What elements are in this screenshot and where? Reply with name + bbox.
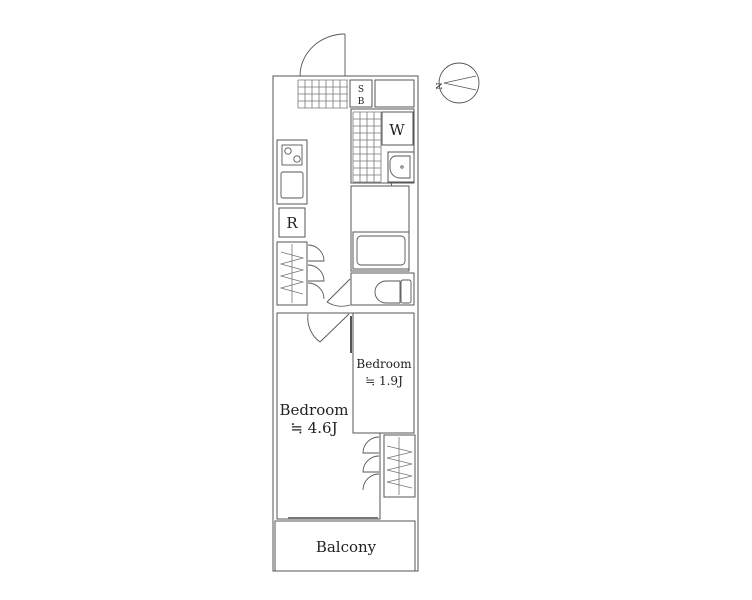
hall-closet [276, 241, 325, 306]
bedroom-large-size: ≒ 4.6J [290, 419, 337, 437]
stove-burner-icon [284, 147, 292, 155]
kitchen-counter [276, 139, 308, 205]
fridge-label: R [286, 214, 298, 232]
balcony [274, 520, 416, 572]
storage-label-b: B [358, 97, 365, 107]
storage-label-s: S [358, 85, 364, 95]
stove-burner-icon [293, 155, 301, 163]
bedroom-large-label: Bedroom [280, 401, 349, 419]
washer-space [381, 111, 414, 146]
bedroom-small [352, 312, 415, 434]
balcony-label: Balcony [316, 538, 377, 556]
bedroom-small-size: ≒ 1.9J [365, 374, 403, 388]
kitchen-sink [280, 171, 304, 199]
entrance-tiles [297, 79, 348, 109]
bedroom-door [307, 313, 350, 343]
compass-north-label: N [435, 83, 444, 90]
washbasin [387, 151, 415, 183]
bathtub [352, 231, 410, 270]
entry-door [299, 33, 346, 77]
toilet-room [350, 272, 415, 306]
bedroom-small-label: Bedroom [356, 357, 412, 371]
washer-label: W [389, 121, 405, 139]
closet-top-right [374, 79, 415, 108]
washroom-tiles [352, 111, 382, 183]
toilet [374, 279, 412, 304]
shoe-box [349, 79, 373, 108]
toilet-door [326, 278, 351, 307]
bedroom-closet [362, 434, 416, 498]
fridge-space [278, 207, 306, 238]
compass-icon: N [435, 62, 480, 104]
